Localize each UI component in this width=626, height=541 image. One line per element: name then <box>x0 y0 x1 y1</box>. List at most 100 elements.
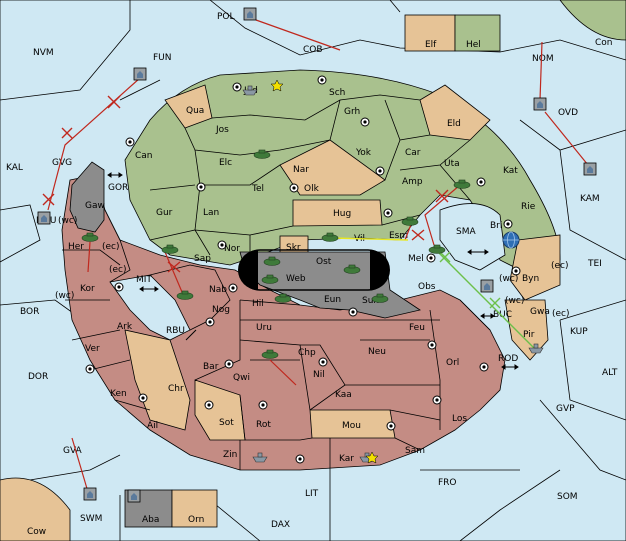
label-amp: Amp <box>402 177 423 187</box>
tank-icon[interactable] <box>321 232 339 242</box>
army-units <box>81 149 471 359</box>
label-nog: Nog <box>212 305 230 315</box>
label-sap: Sap <box>194 254 211 264</box>
label-gvg: GVG <box>52 158 72 168</box>
neutral-unit-icon[interactable] <box>37 211 51 225</box>
province-eld[interactable] <box>419 84 491 141</box>
neutral-unit-icon[interactable] <box>83 487 97 501</box>
neutral-unit-icon[interactable] <box>480 279 494 293</box>
coast-kor-ec: (ec) <box>109 265 127 275</box>
support-line-green <box>435 249 537 351</box>
coast-her-ec: (ec) <box>102 242 120 252</box>
label-elc: Elc <box>219 158 232 168</box>
label-kam: KAM <box>580 194 600 204</box>
tank-icon[interactable] <box>253 149 271 159</box>
globe-icon[interactable] <box>502 231 520 249</box>
support-line-yellow <box>331 237 409 241</box>
label-som: SOM <box>557 492 578 502</box>
province-orn[interactable] <box>171 489 218 528</box>
label-nil: Nil <box>313 370 325 380</box>
neutral-unit-icon[interactable] <box>583 162 597 176</box>
label-ost: Ost <box>316 257 332 267</box>
label-gwa: Gwa <box>530 307 550 317</box>
province-gaw[interactable] <box>69 161 105 233</box>
province-sot[interactable] <box>194 379 246 441</box>
label-con: Con <box>595 38 613 48</box>
label-esm: Esm <box>389 231 408 241</box>
ship-icon[interactable] <box>528 343 544 354</box>
neutral-unit-icon[interactable] <box>243 7 257 21</box>
supply-center-icon <box>232 82 242 92</box>
label-neu: Neu <box>368 347 386 357</box>
label-feu: Feu <box>409 323 425 333</box>
order-lines <box>47 19 589 493</box>
label-pir: Pir <box>523 330 535 340</box>
label-aba: Aba <box>142 515 159 525</box>
tank-icon[interactable] <box>263 256 281 266</box>
tank-icon[interactable] <box>371 293 389 303</box>
star-icon <box>270 79 379 464</box>
label-kup: KUP <box>570 327 588 337</box>
tank-icon[interactable] <box>453 179 471 189</box>
tank-icon[interactable] <box>274 293 292 303</box>
tank-icon[interactable] <box>261 274 279 284</box>
label-uta: Uta <box>444 159 460 169</box>
sea-sma-inner <box>439 203 506 271</box>
label-gor: GOR <box>108 183 128 193</box>
label-qua: Qua <box>186 106 204 116</box>
failed-order-marks <box>42 95 449 273</box>
tank-icon[interactable] <box>401 216 419 226</box>
ship-icon[interactable] <box>242 85 258 96</box>
neutral-unit-icon[interactable] <box>533 97 547 111</box>
label-nab: Nab <box>209 285 227 295</box>
failed-support-marks <box>439 251 501 309</box>
coast-byn-ec: (ec) <box>551 261 569 271</box>
label-chp: Chp <box>298 348 316 358</box>
label-skr: Skr <box>286 243 301 253</box>
label-orn: Orn <box>188 515 204 525</box>
province-elf[interactable] <box>404 14 456 52</box>
label-elf: Elf <box>425 40 437 50</box>
tank-icon[interactable] <box>176 290 194 300</box>
label-lit: LIT <box>305 489 319 499</box>
province-cow[interactable] <box>0 477 71 541</box>
label-obs: Obs <box>418 282 436 292</box>
label-rie: Rie <box>521 202 536 212</box>
label-bar: Bar <box>203 362 219 372</box>
label-gvp: GVP <box>556 404 575 414</box>
label-nor: Nor <box>224 244 240 254</box>
label-kat: Kat <box>503 166 518 176</box>
label-sun: Sun <box>362 296 379 306</box>
label-qwi: Qwi <box>233 373 250 383</box>
neutral-unit-icon[interactable] <box>133 67 147 81</box>
tank-icon[interactable] <box>161 244 179 254</box>
tank-icon[interactable] <box>343 264 361 274</box>
label-dax: DAX <box>271 520 290 530</box>
province-hel[interactable] <box>454 14 501 52</box>
label-alt: ALT <box>602 368 618 378</box>
label-eun: Eun <box>324 295 341 305</box>
label-car: Car <box>405 148 421 158</box>
label-hug: Hug <box>333 209 351 219</box>
sea-rbu-inner <box>109 274 191 341</box>
label-uru: Uru <box>256 323 272 333</box>
label-buc: BUC <box>493 310 512 320</box>
label-tel: Tel <box>251 184 264 194</box>
label-dor: DOR <box>28 372 48 382</box>
province-byn[interactable] <box>509 234 561 301</box>
province-chr[interactable] <box>124 329 191 431</box>
tank-icon[interactable] <box>428 244 446 254</box>
label-gur: Gur <box>156 208 173 218</box>
tank-icon[interactable] <box>81 232 99 242</box>
label-zin: Zin <box>223 450 237 460</box>
label-ovd: OVD <box>558 108 578 118</box>
label-sch: Sch <box>329 88 345 98</box>
label-web: Web <box>286 274 306 284</box>
ship-icon[interactable] <box>252 452 268 463</box>
coast-gwa-wc: (wc) <box>505 296 524 306</box>
tank-icon[interactable] <box>261 349 279 359</box>
label-ken: Ken <box>110 389 127 399</box>
fleet-units <box>242 85 544 463</box>
neutral-unit-icon[interactable] <box>127 489 141 503</box>
